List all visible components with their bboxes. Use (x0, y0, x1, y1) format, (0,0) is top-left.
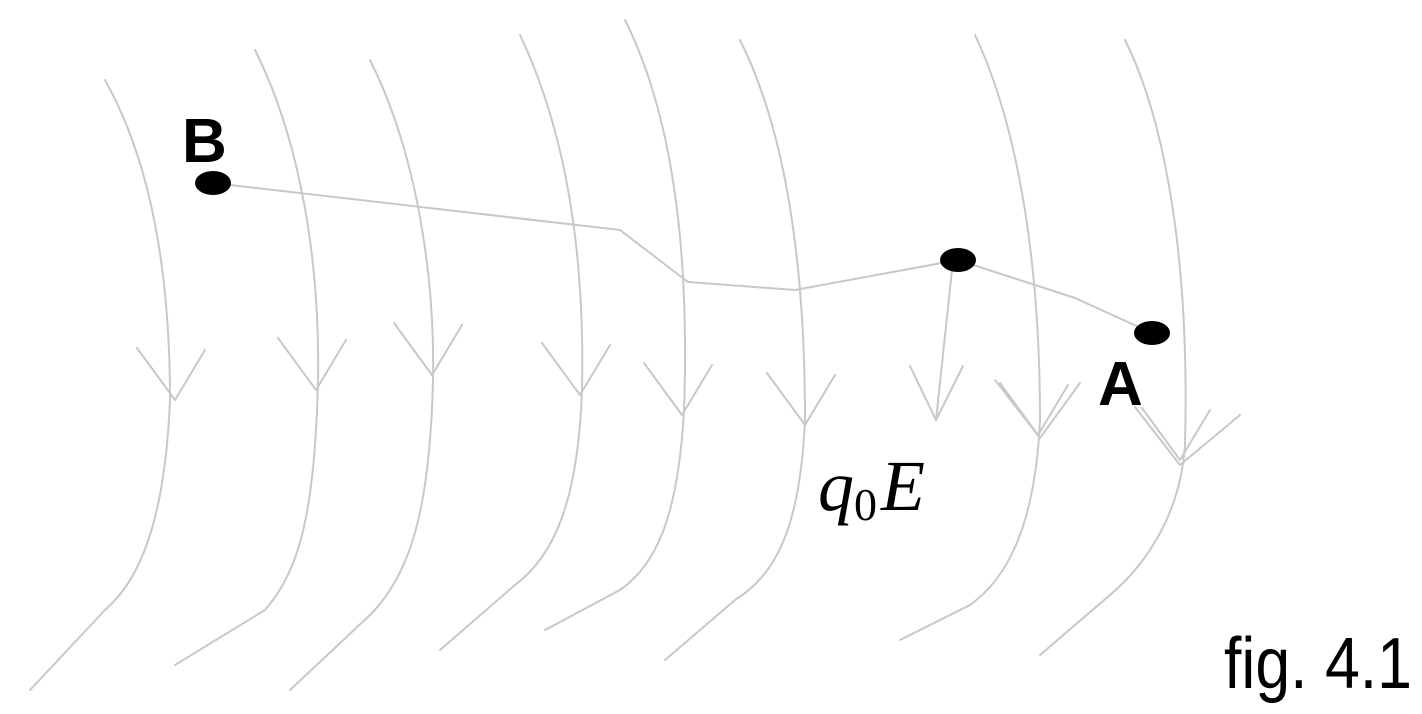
field-line-2 (174, 49, 320, 666)
field-line-1 (29, 79, 171, 691)
field-arrowhead-3 (393, 322, 463, 376)
force-field-symbol: E (880, 446, 925, 526)
field-arrowhead-4 (541, 342, 611, 396)
point-a-label: A (1098, 350, 1143, 419)
charge-position-dot (940, 248, 976, 272)
field-line-3 (289, 59, 435, 691)
field-arrowhead-8 (1141, 407, 1211, 461)
field-arrowhead-6 (766, 372, 836, 426)
field-arrowhead-2 (277, 337, 347, 391)
point-b-label: B (182, 107, 227, 176)
path-from-b-to-a (212, 182, 1153, 334)
force-charge-symbol: q (818, 446, 854, 526)
point-b-dot (195, 171, 231, 195)
field-line-5 (544, 19, 687, 631)
electric-field-lines (29, 19, 1187, 691)
field-arrowhead-1 (136, 347, 206, 401)
field-arrowhead-extra-2 (1134, 406, 1241, 466)
field-line-6 (664, 39, 806, 661)
force-label: q0E (818, 446, 925, 530)
field-line-4 (439, 34, 584, 651)
field-arrowheads (136, 322, 1241, 466)
force-vector-shaft (935, 269, 953, 421)
field-line-8 (1039, 39, 1187, 656)
field-line-7 (899, 34, 1041, 641)
point-a-dot (1134, 321, 1170, 345)
field-arrowhead-5 (643, 362, 713, 416)
field-arrowhead-extra-1 (994, 379, 1081, 439)
force-vector-arrowhead (909, 365, 964, 421)
field-arrowhead-7 (999, 382, 1069, 436)
figure-caption: fig. 4.1 (1224, 624, 1412, 704)
force-charge-subscript: 0 (854, 479, 877, 530)
